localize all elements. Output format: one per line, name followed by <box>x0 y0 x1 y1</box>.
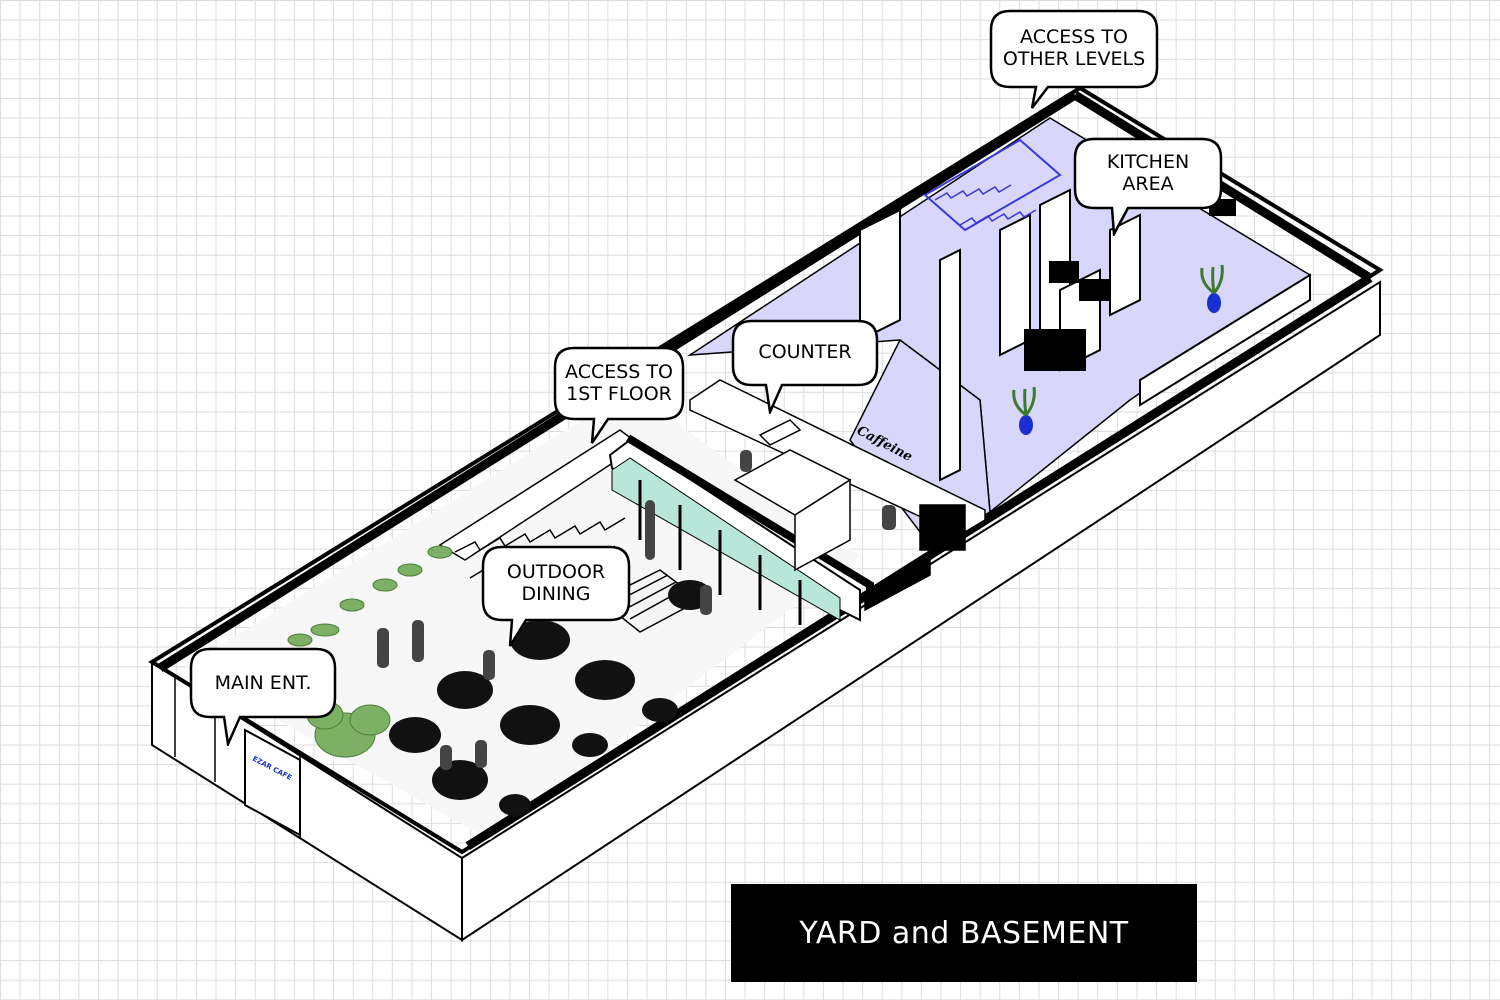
callout-counter: COUNTER <box>730 318 880 414</box>
callout-access-other-levels: ACCESS TO OTHER LEVELS <box>988 8 1160 110</box>
potted-plant-1 <box>1012 386 1036 435</box>
callout-kitchen-area: KITCHEN AREA <box>1072 136 1224 236</box>
stair-other-levels <box>923 138 1062 232</box>
plan-title: YARD and BASEMENT <box>731 884 1197 982</box>
basement-partitions <box>859 188 1311 482</box>
potted-plant-2 <box>1200 264 1224 313</box>
counter-interior <box>689 379 986 612</box>
people <box>377 450 896 770</box>
callout-outdoor-dining: OUTDOOR DINING <box>480 544 632 648</box>
callout-access-first-floor: ACCESS TO 1ST FLOOR <box>552 345 686 445</box>
entrance-door: EZAR CAFE <box>244 728 301 837</box>
callout-main-entrance: MAIN ENT. <box>188 646 338 746</box>
